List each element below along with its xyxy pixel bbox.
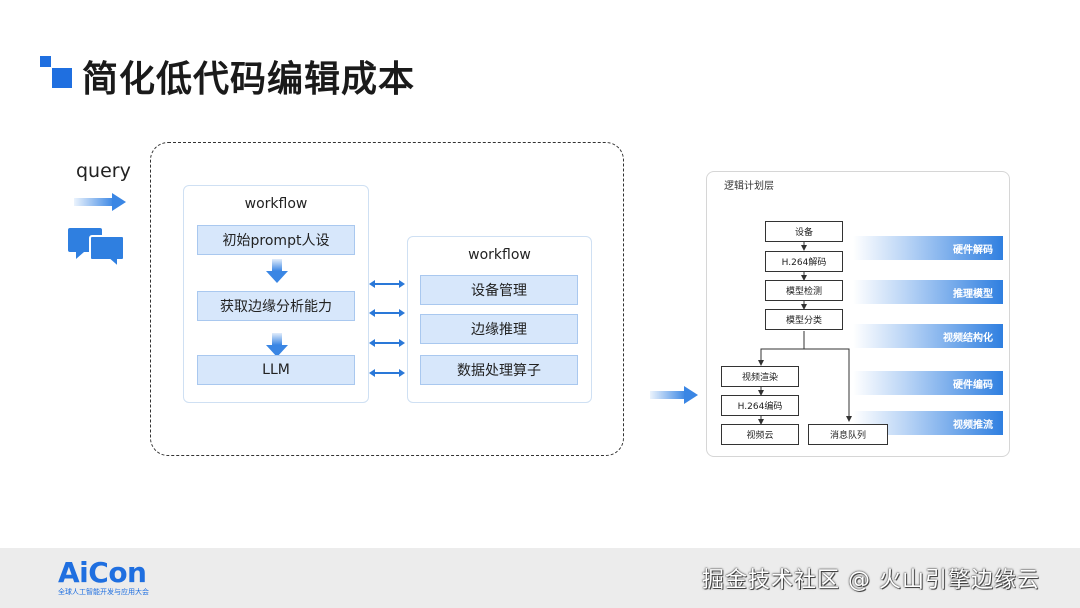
bidirectional-arrow-icon [369, 280, 405, 288]
band-inference-model: 推理模型 [853, 280, 1003, 304]
down-arrow-icon [266, 259, 288, 283]
band-video-structuring: 视频结构化 [853, 324, 1003, 348]
watermark: 掘金技术社区 @ 火山引擎边缘云 [702, 568, 1040, 593]
right-workflow-title: workflow [468, 247, 531, 263]
chat-bubbles-icon [68, 226, 128, 270]
step-llm: LLM [197, 355, 355, 385]
logic-flow-connectors [758, 242, 852, 425]
query-arrow-icon [74, 193, 126, 211]
item-device-management: 设备管理 [420, 275, 578, 305]
node-device: 设备 [765, 221, 843, 242]
down-arrow-icon [266, 333, 288, 357]
aicon-logo: AiCon [58, 556, 147, 589]
node-video-render: 视频渲染 [721, 366, 799, 387]
item-data-operator: 数据处理算子 [420, 355, 578, 385]
band-hw-decode: 硬件解码 [853, 236, 1003, 260]
aicon-logo-subtitle: 全球人工智能开发与应用大会 [58, 588, 149, 596]
node-h264-encode: H.264编码 [721, 395, 799, 416]
step-init-prompt: 初始prompt人设 [197, 225, 355, 255]
node-h264-decode: H.264解码 [765, 251, 843, 272]
bidirectional-arrow-icon [369, 339, 405, 347]
bidirectional-arrow-icon [369, 309, 405, 317]
step-edge-capability: 获取边缘分析能力 [197, 291, 355, 321]
title-mark-icon [40, 56, 72, 88]
node-model-detect: 模型检测 [765, 280, 843, 301]
item-edge-inference: 边缘推理 [420, 314, 578, 344]
bidirectional-arrow-icon [369, 369, 405, 377]
agent-container [150, 142, 624, 456]
query-label: query [76, 160, 131, 182]
band-hw-encode: 硬件编码 [853, 371, 1003, 395]
logic-plan-title: 逻辑计划层 [724, 181, 774, 192]
page-title: 简化低代码编辑成本 [82, 59, 416, 100]
logic-plan-panel [706, 171, 1010, 457]
node-message-queue: 消息队列 [808, 424, 888, 445]
footer-bar [0, 548, 1080, 608]
flow-arrow-icon [650, 386, 698, 404]
left-workflow-title: workflow [244, 196, 308, 212]
node-model-classify: 模型分类 [765, 309, 843, 330]
node-video-cloud: 视频云 [721, 424, 799, 445]
